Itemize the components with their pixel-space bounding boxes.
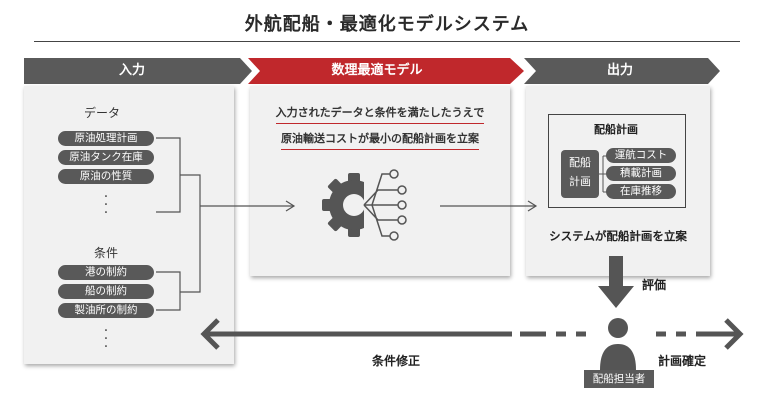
header-banners	[24, 58, 720, 84]
condition-item: 船の制約	[58, 284, 154, 299]
condition-fix-label: 条件修正	[372, 354, 421, 368]
model-header-shape	[248, 58, 524, 84]
plan-confirm-label: 計画確定	[658, 354, 707, 368]
diagram-title: 外航配船・最適化モデルシステム	[244, 14, 530, 35]
input-header: 入力	[118, 63, 145, 78]
plan-bracket	[599, 155, 607, 193]
gear-network-icon	[322, 169, 407, 241]
join-line	[180, 174, 201, 293]
plan-item: 在庫推移	[606, 184, 676, 199]
evaluate-label: 評価	[642, 278, 667, 292]
output-header-shape	[524, 58, 720, 84]
data-more-dots: ···	[103, 189, 109, 221]
condition-more-dots: ···	[103, 323, 109, 355]
condition-label: 条件	[94, 246, 119, 260]
output-header: 出力	[606, 63, 633, 78]
plan-label-block	[561, 150, 599, 198]
condition-item: 港の制約	[58, 265, 154, 280]
plan-label-text: 配船計画	[569, 156, 591, 188]
data-item: 原油の性質	[58, 169, 154, 184]
model-header: 数理最適モデル	[331, 63, 423, 78]
person-icon	[600, 318, 636, 370]
data-label: データ	[84, 106, 121, 120]
output-caption: システムが配船計画を立案	[549, 229, 687, 243]
person-label: 配船担当者	[584, 370, 654, 388]
model-description-2: 原油輸送コストが最小の配船計画を立案	[250, 130, 510, 150]
input-header-shape	[24, 58, 252, 84]
model-description-1: 入力されたデータと条件を満たしたうえで	[250, 104, 510, 124]
condition-item: 製油所の制約	[58, 303, 154, 318]
data-item: 原油処理計画	[58, 131, 154, 146]
plan-item: 運航コスト	[606, 148, 676, 163]
condition-bracket	[156, 271, 181, 311]
plan-item: 積載計画	[606, 166, 676, 181]
title-rule	[34, 41, 740, 42]
data-item: 原油タンク在庫	[58, 150, 154, 165]
evaluate-arrow	[598, 256, 634, 308]
plan-box-title: 配船計画	[594, 123, 638, 136]
